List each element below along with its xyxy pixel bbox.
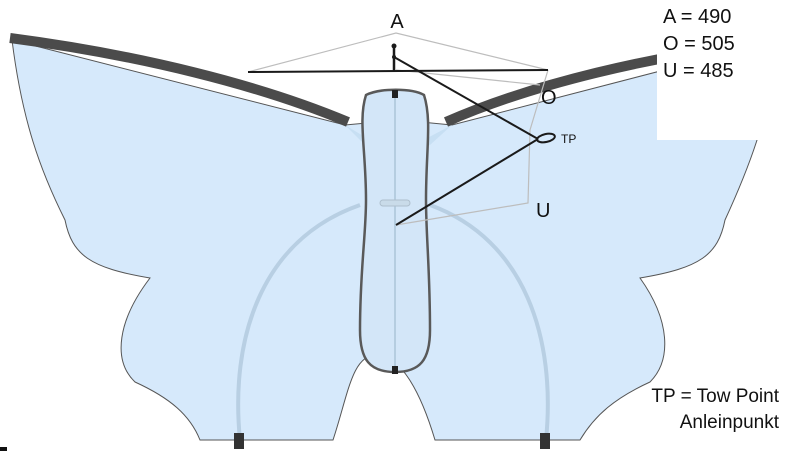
label-tp: TP [561, 132, 576, 146]
center-connector [379, 199, 411, 207]
label-a: A [390, 11, 404, 33]
corner-mark [0, 447, 7, 451]
legend-o-value: O = 505 [663, 33, 735, 55]
right-curved-rod [429, 203, 550, 441]
guide-o-line [395, 69, 541, 86]
note-tow-point: TP = Tow Point [651, 386, 779, 407]
left-curved-rod [236, 203, 361, 441]
tow-point-loop [536, 132, 556, 144]
left-leading-edge-spar [9, 33, 350, 127]
bridle-knot-top [391, 43, 397, 49]
bridle-line-lower [395, 138, 539, 226]
legend-a-value: A = 490 [663, 6, 732, 28]
measurement-legend: A = 490 O = 505 U = 485 [657, 0, 789, 140]
bridle-spreader-line [247, 69, 549, 73]
left-rod-end-cap [234, 433, 244, 449]
bridle-line-upper [393, 56, 539, 140]
label-o: O [541, 87, 557, 109]
spine-top-cap [392, 90, 398, 98]
legend-u-value: U = 485 [663, 60, 734, 82]
guide-a-left [247, 32, 549, 73]
spine-bottom-cap [392, 366, 398, 374]
right-rod-end-cap [540, 433, 550, 449]
label-u: U [536, 200, 550, 222]
guide-right-box [395, 69, 549, 226]
note-anleinpunkt: Anleinpunkt [679, 412, 779, 433]
